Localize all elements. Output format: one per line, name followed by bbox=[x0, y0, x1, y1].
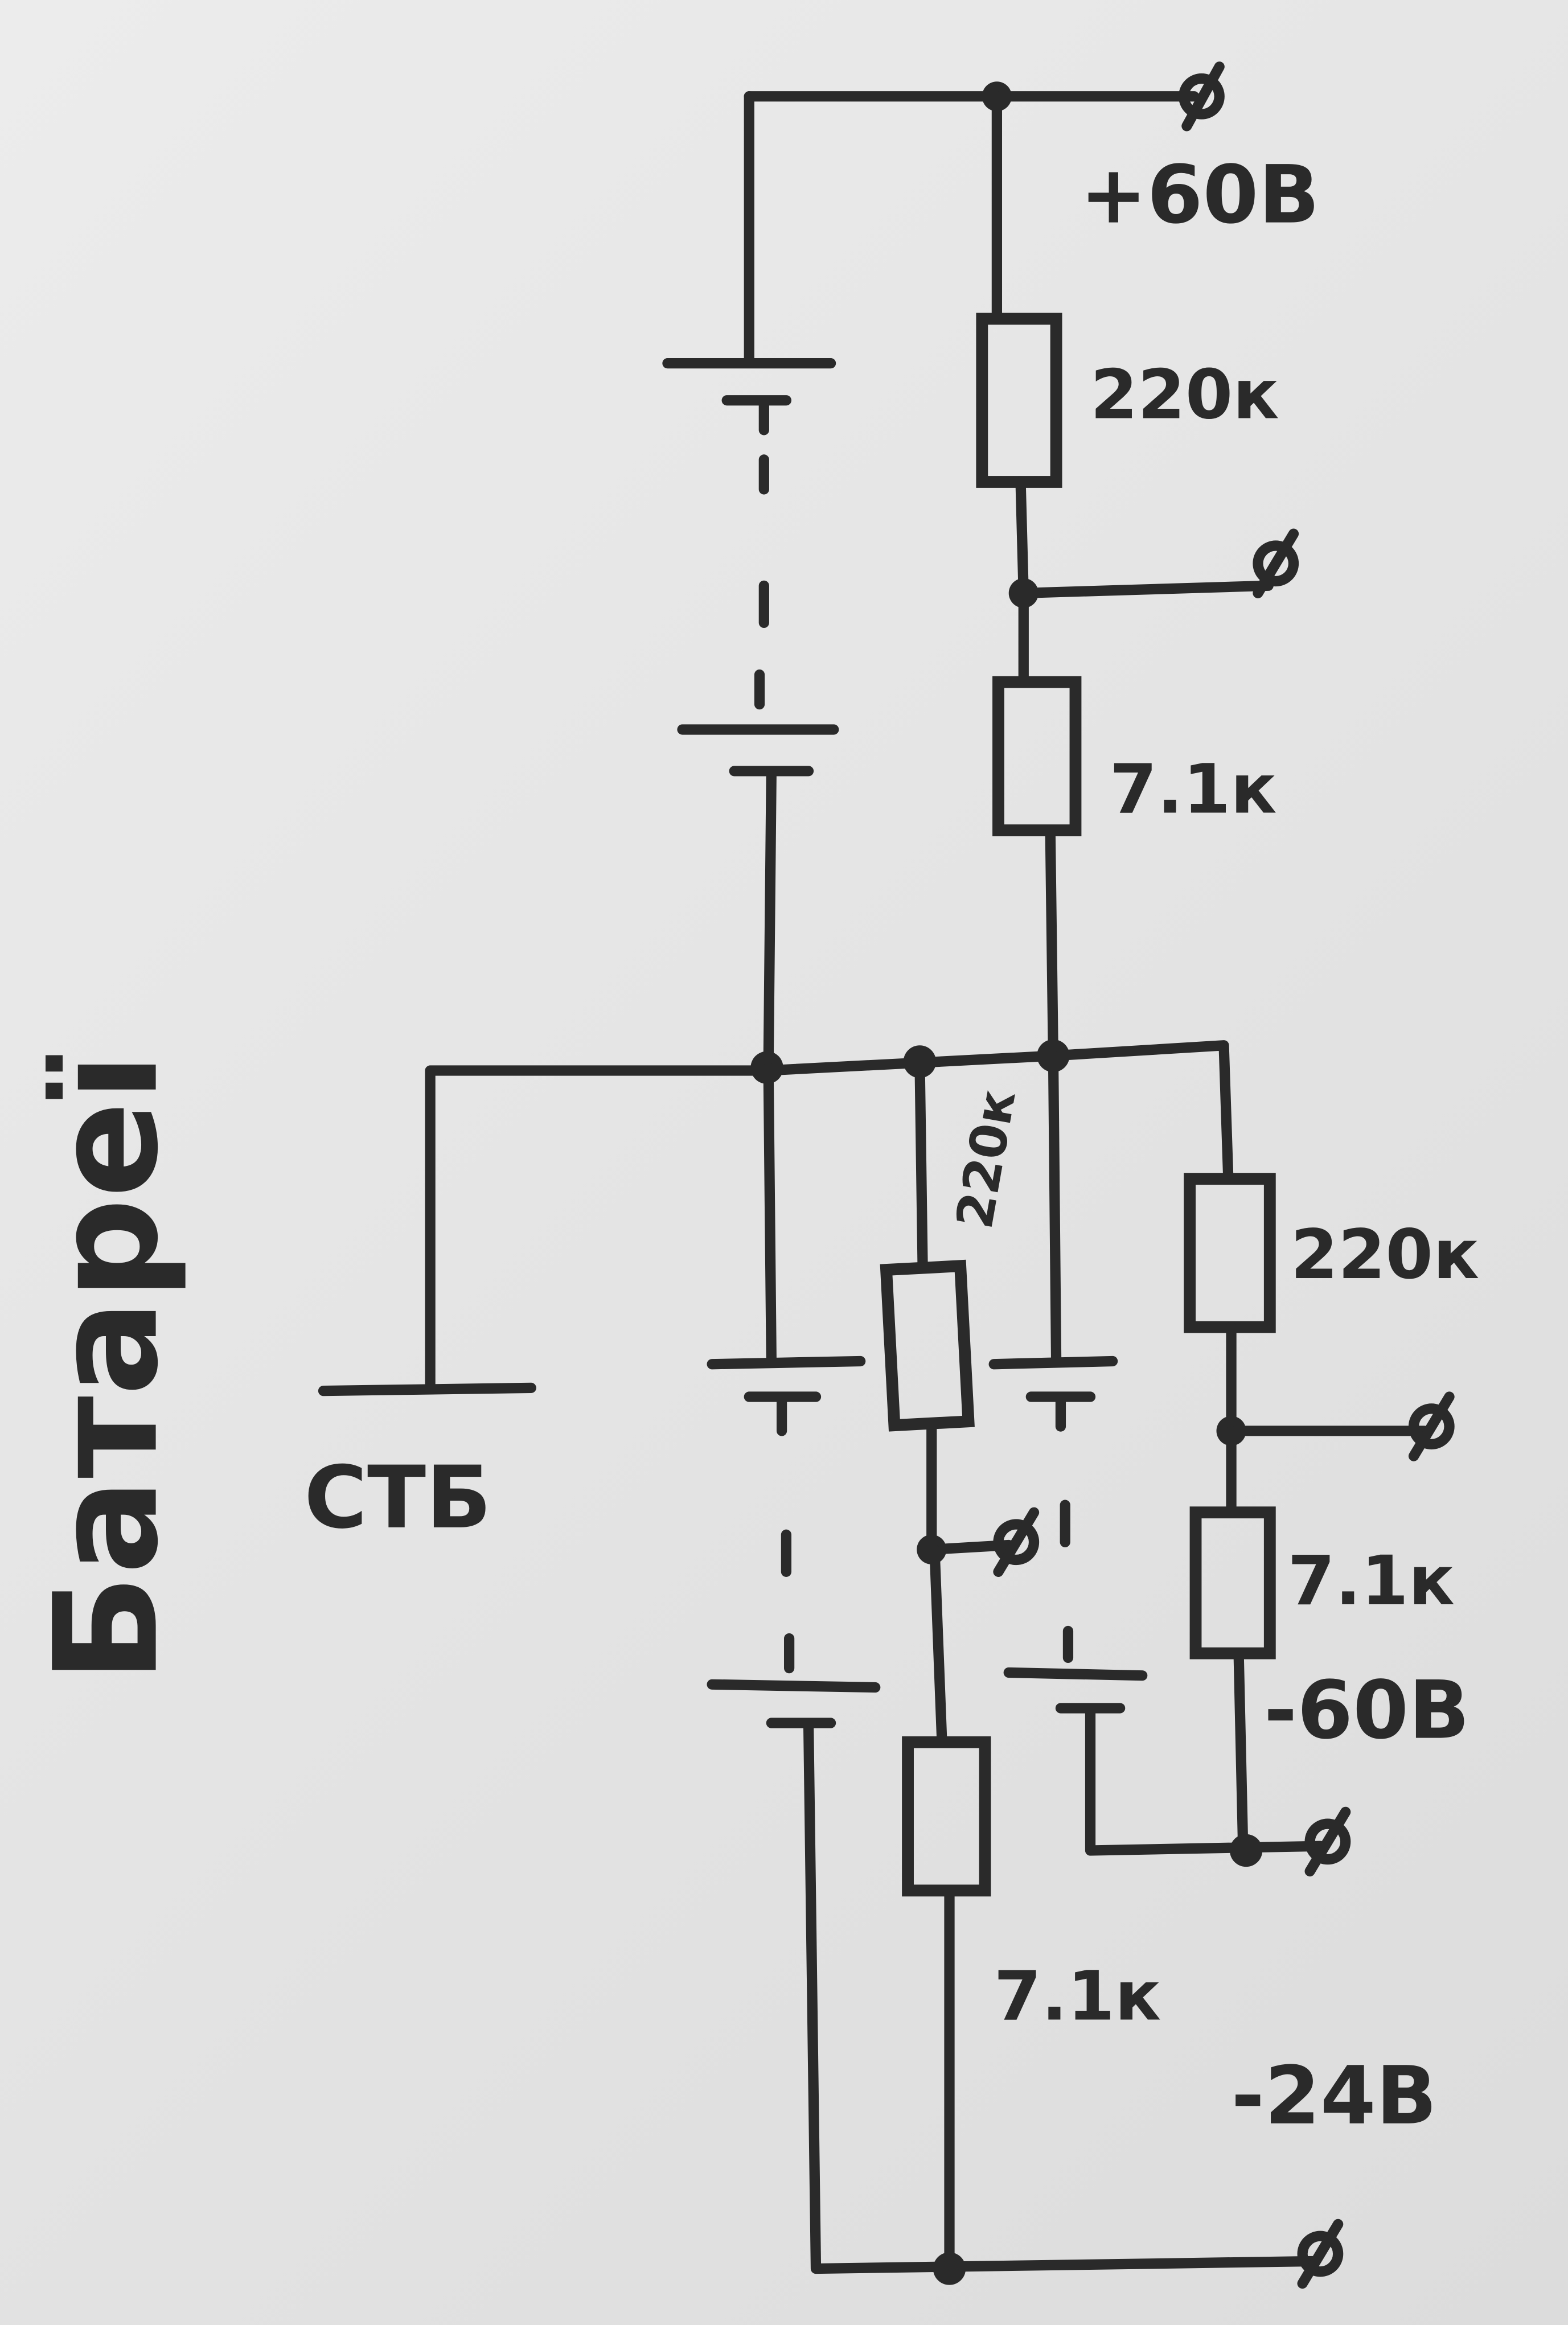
label-r3: 220к bbox=[945, 1085, 1027, 1233]
label-plus60: +60В bbox=[1080, 149, 1320, 242]
label-r4: 7.1к bbox=[994, 1957, 1161, 2036]
terminal-1 bbox=[1253, 528, 1299, 598]
resistor-220k-top bbox=[976, 91, 1062, 488]
terminal-plus60 bbox=[1179, 61, 1225, 132]
ground-plate bbox=[318, 1382, 536, 1396]
terminal-minus60 bbox=[1304, 1806, 1351, 1877]
label-minus24: -24В bbox=[1232, 2049, 1437, 2143]
resistor-7k1-top bbox=[992, 588, 1082, 1061]
terminal-2 bbox=[993, 1507, 1040, 1577]
resistor-7k1-mid bbox=[902, 1544, 991, 2274]
terminal-3 bbox=[1408, 1391, 1455, 1461]
label-r2: 7.1к bbox=[1110, 750, 1277, 829]
side-title: Батареї bbox=[24, 1053, 190, 1683]
label-r1: 220к bbox=[1090, 356, 1279, 435]
label-minus60: -60В bbox=[1264, 1664, 1470, 1757]
terminal-minus24 bbox=[1297, 2219, 1344, 2289]
middle-bus bbox=[425, 1039, 1234, 1392]
wire bbox=[1015, 476, 1274, 598]
battery-upper bbox=[662, 91, 839, 1073]
resistor-7k1-right bbox=[1189, 1426, 1276, 1856]
label-r5: 220к bbox=[1291, 1215, 1480, 1295]
label-ground: СТБ bbox=[304, 1448, 491, 1548]
battery-lower-left bbox=[707, 1062, 1318, 2285]
top-rail bbox=[744, 81, 1200, 112]
label-r6: 7.1к bbox=[1288, 1542, 1455, 1621]
